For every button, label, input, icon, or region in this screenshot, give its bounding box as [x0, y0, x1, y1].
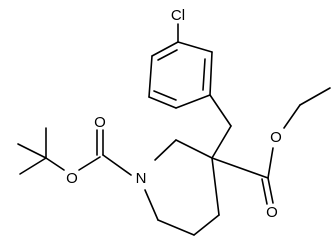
ester-carbonyl-oxygen-label: O — [266, 204, 278, 221]
ring-bond — [151, 41, 179, 57]
tbu-methyl-bond — [19, 157, 47, 175]
carbonyl-to-ether-oxygen-bond — [267, 147, 274, 179]
boc-carbonyl-oxygen-label: O — [94, 114, 106, 131]
boc-group — [17, 127, 132, 176]
ring-bond — [157, 219, 195, 236]
ring-bond — [148, 96, 177, 109]
benzyl-bond-quaternary — [211, 125, 232, 159]
carbonyl-double-bond — [267, 177, 274, 204]
ring-bond — [211, 157, 220, 216]
ring-bond-inner — [153, 90, 177, 101]
ring-bond-inner — [157, 49, 178, 61]
quaternary-to-carbonyl-bond — [211, 157, 269, 179]
ring-bond — [144, 189, 159, 221]
carbonyl-double-bond — [261, 178, 268, 205]
ring-bond — [193, 214, 220, 236]
ring-bond — [175, 94, 211, 109]
ethyl-ester-group — [211, 87, 331, 205]
ring-bond — [209, 51, 213, 96]
ring-bond — [175, 139, 213, 159]
ether-oxygen-to-tbu-bond — [45, 157, 65, 171]
carbonyl-to-ether-oxygen-bond — [78, 156, 101, 171]
benzyl-bond-ring — [209, 94, 232, 127]
piperidine-ring — [144, 139, 220, 236]
ether-oxygen-to-ch2-bond — [283, 104, 301, 129]
ring-bond — [154, 139, 177, 161]
n-to-carbonyl-bond — [102, 154, 132, 176]
chlorine-label: Cl — [171, 7, 185, 24]
ring-bond-inner — [202, 58, 206, 91]
ring-bond — [148, 55, 153, 98]
ester-ether-oxygen-label: O — [270, 129, 282, 146]
ethyl-bond — [299, 87, 331, 106]
chlorophenyl-ring — [148, 41, 213, 109]
ring-bond — [177, 41, 213, 53]
ring-nitrogen-label: N — [136, 170, 147, 187]
boc-ether-oxygen-label: O — [66, 170, 78, 187]
tbu-methyl-bond — [17, 143, 47, 159]
